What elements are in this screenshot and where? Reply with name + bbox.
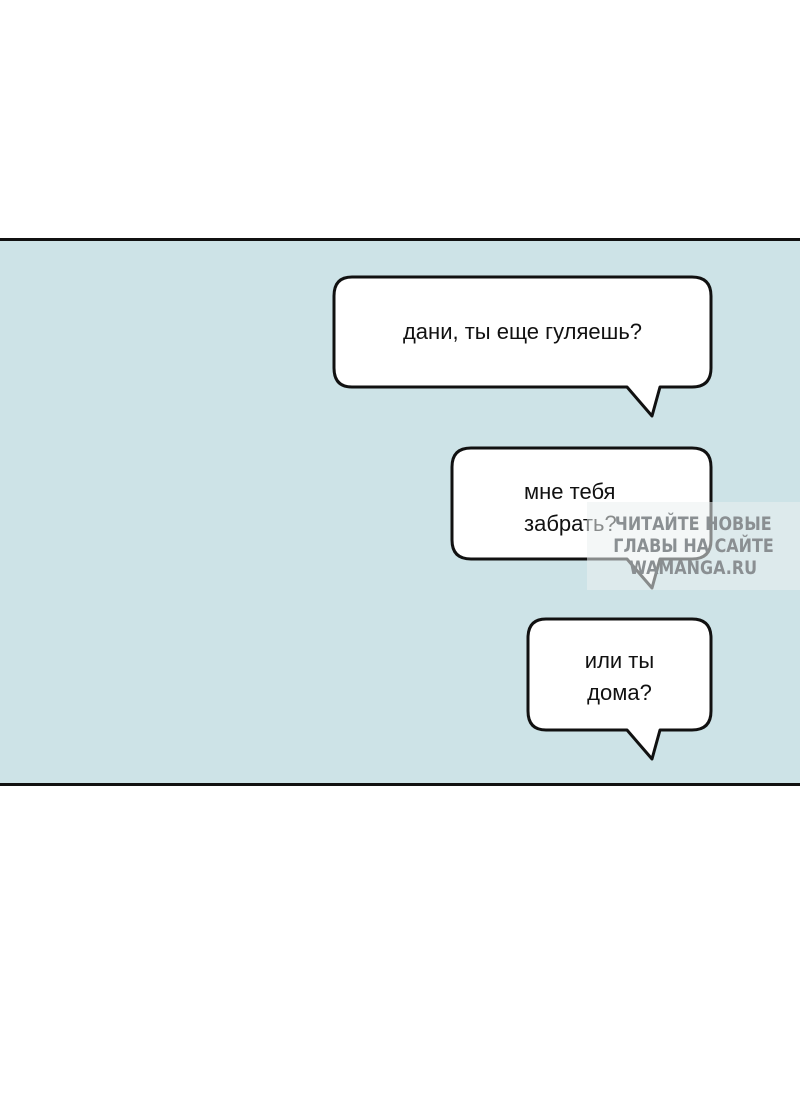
bubble-3-line-2: дома? <box>587 680 652 705</box>
bubble-3-line-1: или ты <box>584 648 655 673</box>
site-watermark: ЧИТАЙТЕ НОВЫЕ ГЛАВЫ НА САЙТЕ WAMANGA.RU <box>587 502 800 590</box>
watermark-line-1: ЧИТАЙТЕ НОВЫЕ <box>615 513 772 535</box>
speech-bubble-3 <box>526 617 713 761</box>
bubble-2-line-1: мне тебя <box>524 479 616 504</box>
bubble-3-text: или ты дома? <box>528 645 711 709</box>
speech-bubble-1 <box>332 275 713 418</box>
watermark-line-3: WAMANGA.RU <box>629 557 758 579</box>
bubble-1-line: дани, ты еще гуляешь? <box>402 319 643 344</box>
bubble-1-text: дани, ты еще гуляешь? <box>334 316 711 348</box>
watermark-line-2: ГЛАВЫ НА САЙТЕ <box>613 535 774 557</box>
